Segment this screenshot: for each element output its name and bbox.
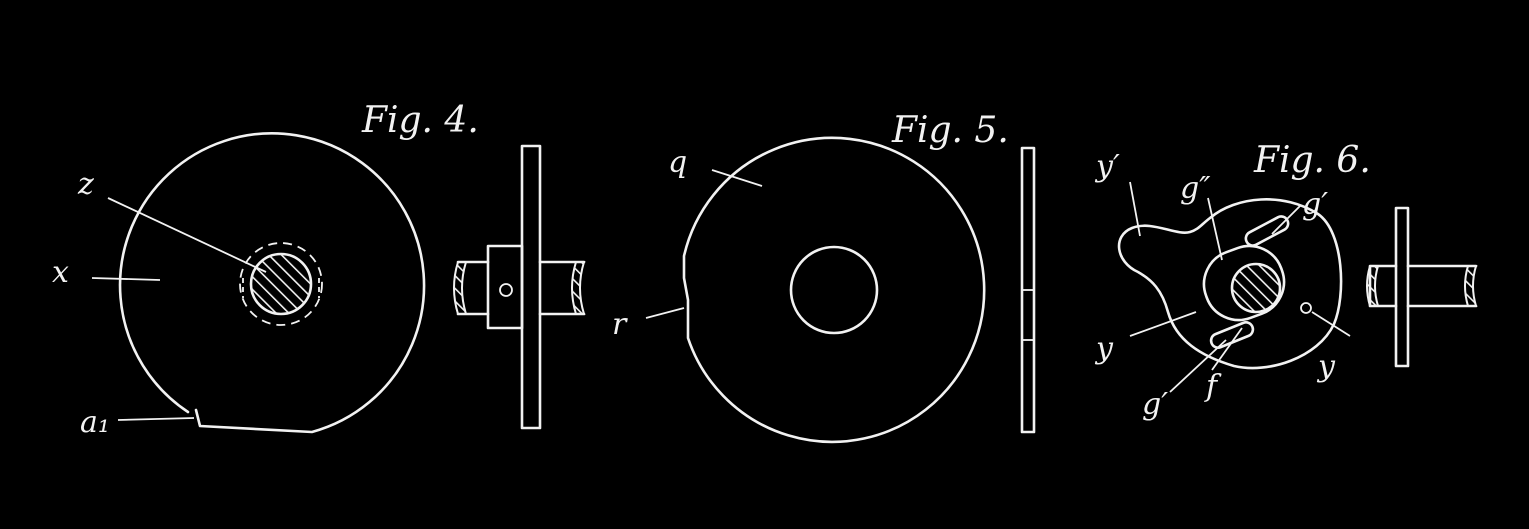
figure-5: Fig. 5. q r xyxy=(612,110,1036,444)
fig6-center-slot xyxy=(1202,244,1286,322)
fig4-label-a1: a₁ xyxy=(80,405,110,440)
fig6-leader-g-prime-bottom xyxy=(1169,339,1227,393)
fig6-label-y-prime: y′ xyxy=(1094,149,1120,184)
fig5-leader-r xyxy=(645,307,685,319)
fig6-leader-g-prime-top xyxy=(1271,205,1301,235)
figure-4: Fig. 4. z x a₁ xyxy=(52,100,586,440)
fig6-side-shaft xyxy=(1368,264,1478,308)
fig6-label-y-left: y xyxy=(1094,331,1114,366)
fig6-slot-bottom xyxy=(1209,321,1255,349)
fig6-leader-y-left xyxy=(1129,311,1197,337)
fig6-leader-y-right xyxy=(1311,311,1351,337)
fig6-label-g-prime-bottom: g′ xyxy=(1142,387,1168,422)
fig4-side-shaft xyxy=(456,260,586,316)
fig4-pin-hole xyxy=(499,283,513,297)
fig4-side-view xyxy=(453,144,586,430)
fig6-leader-f xyxy=(1211,327,1243,371)
fig6-pin-hole xyxy=(1300,302,1312,314)
fig4-label-x: x xyxy=(52,255,69,290)
fig5-title: Fig. 5. xyxy=(891,110,1009,151)
fig4-side-plate xyxy=(520,144,542,430)
fig5-disc-outline xyxy=(682,136,986,444)
fig4-side-hub xyxy=(486,244,524,330)
fig4-shaft-section xyxy=(249,252,313,316)
fig6-label-f: f xyxy=(1204,369,1222,404)
fig6-shaft-end-right xyxy=(1464,265,1478,307)
figure-6: Fig. 6. y′ g″ g′ y g′ f y xyxy=(1094,140,1478,422)
fig6-shaft-end-left xyxy=(1366,265,1380,307)
fig6-slot-top xyxy=(1244,215,1290,247)
fig6-label-g-prime-top: g′ xyxy=(1302,187,1328,222)
fig4-shaft-end-right xyxy=(571,261,586,315)
fig6-title: Fig. 6. xyxy=(1253,140,1371,181)
fig5-label-q: q xyxy=(668,145,687,180)
fig4-leader-x xyxy=(91,277,161,281)
fig6-label-y-right: y xyxy=(1316,349,1336,384)
fig4-label-z: z xyxy=(77,167,94,202)
fig5-leader-q xyxy=(711,169,763,187)
fig6-side-plate xyxy=(1394,206,1410,368)
fig5-bore xyxy=(789,245,879,335)
fig4-leader-a1 xyxy=(117,417,195,421)
fig5-side-view xyxy=(1020,146,1036,434)
fig5-label-r: r xyxy=(612,307,628,342)
fig6-leader-y-prime xyxy=(1129,181,1141,237)
fig6-shaft-section xyxy=(1230,262,1282,314)
fig6-side-view xyxy=(1366,206,1478,368)
fig4-leader-z xyxy=(107,197,267,273)
fig6-leader-g-dprime xyxy=(1207,197,1223,261)
fig6-label-g-dprime: g″ xyxy=(1180,171,1211,206)
fig6-plate-outline xyxy=(1117,198,1343,370)
fig4-title: Fig. 4. xyxy=(361,100,479,141)
fig4-shaft-end-left xyxy=(453,261,468,315)
fig4-hub-dashed xyxy=(239,242,323,326)
fig4-disc-outline xyxy=(118,132,426,434)
fig4-key-dashes xyxy=(242,278,320,298)
